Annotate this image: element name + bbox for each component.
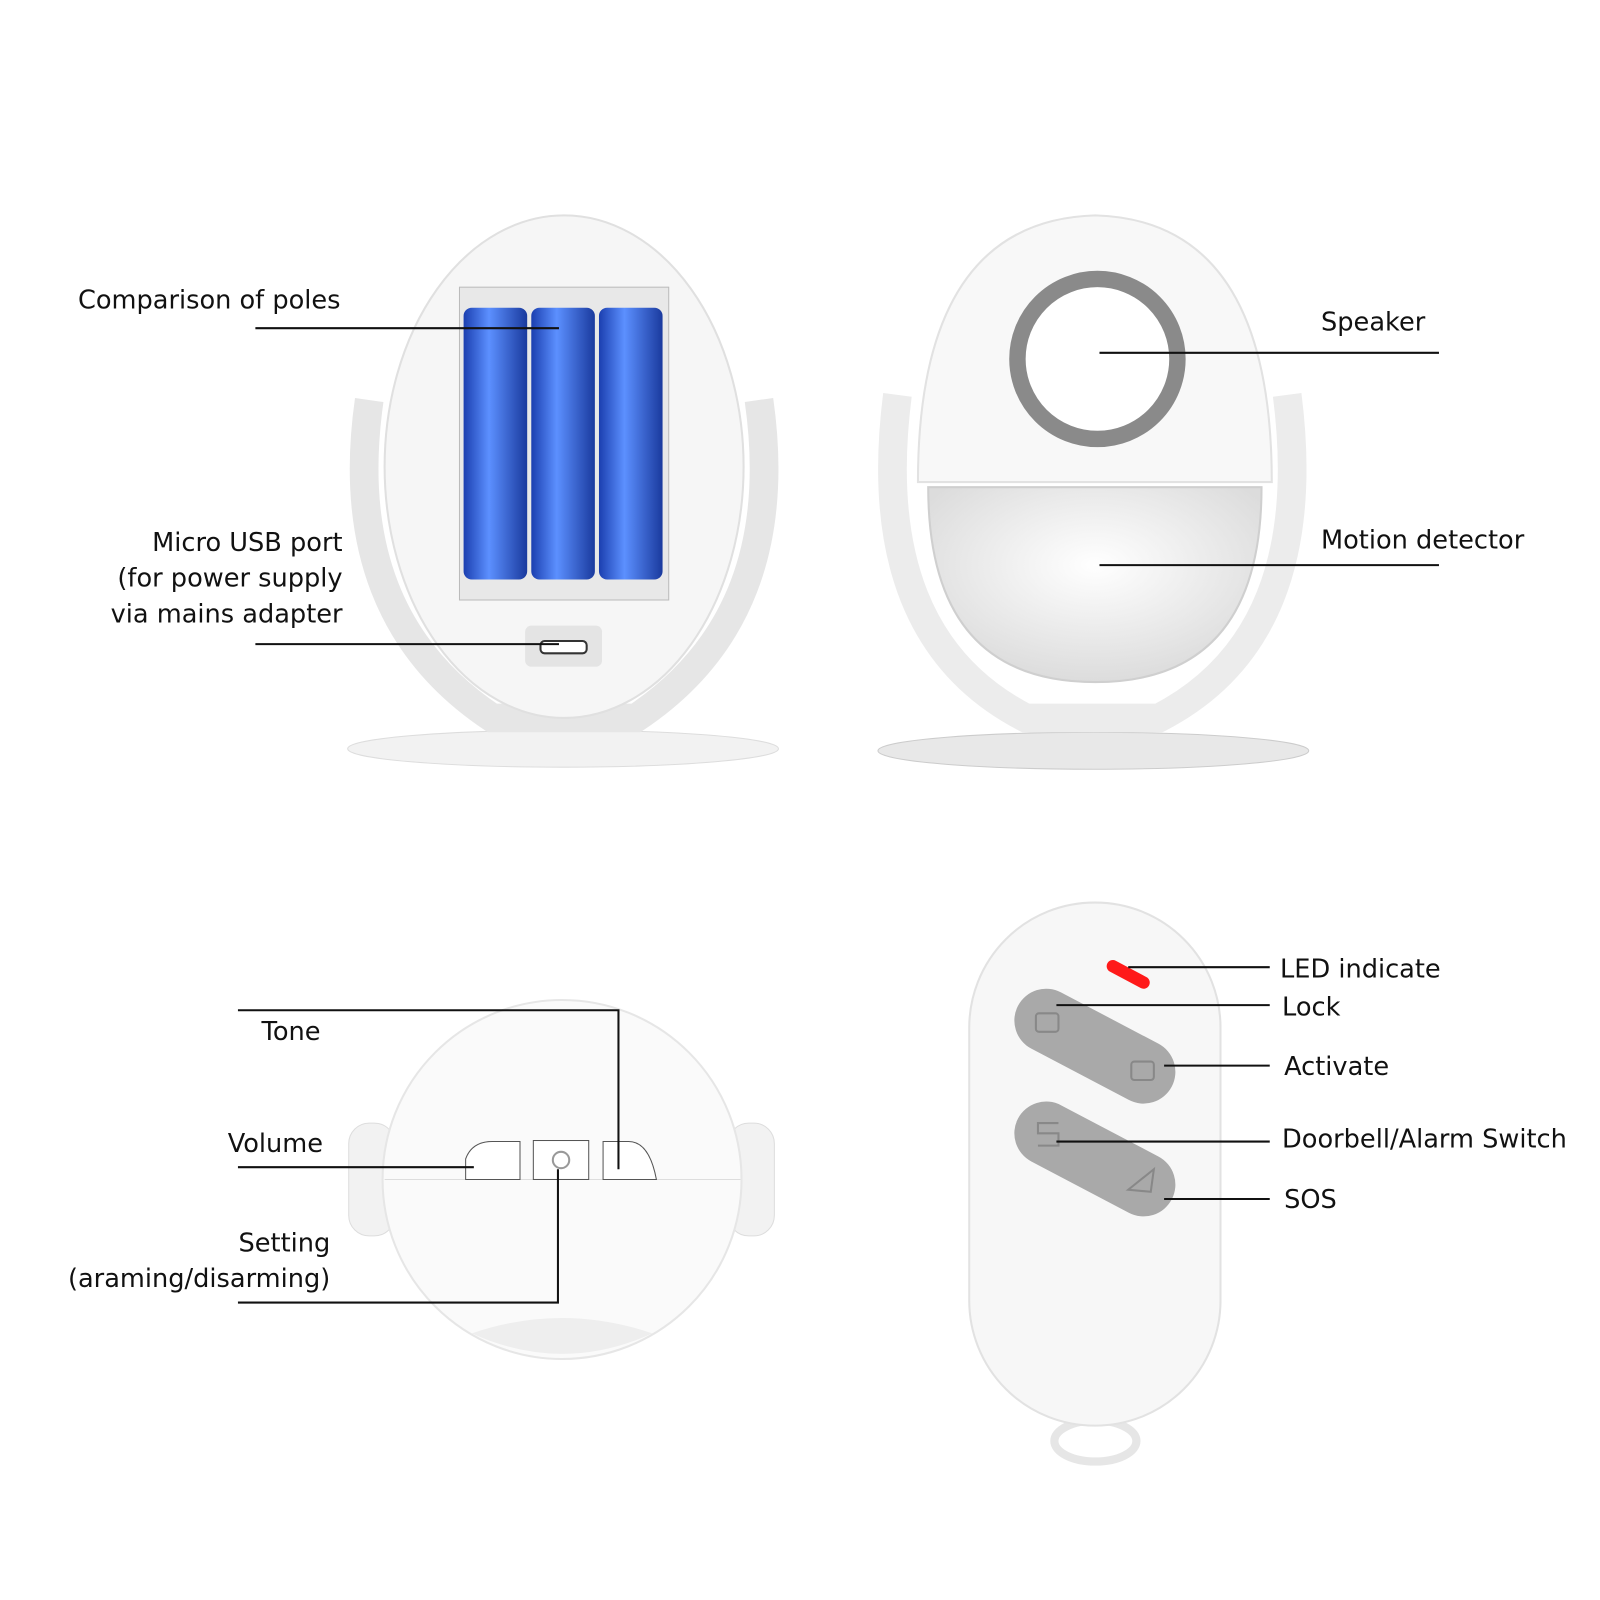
label-tone: Tone	[261, 1017, 321, 1047]
label-micro-usb-1: Micro USB port	[152, 528, 342, 558]
label-volume: Volume	[228, 1129, 323, 1159]
label-motion-detector: Motion detector	[1321, 526, 1525, 556]
tone-button-icon[interactable]	[602, 1141, 658, 1180]
usb-port-icon	[539, 639, 588, 655]
label-setting: Setting	[238, 1228, 330, 1258]
unlock-icon	[1130, 1060, 1155, 1082]
led-indicator	[1106, 959, 1150, 989]
label-sos: SOS	[1284, 1185, 1337, 1215]
setting-button-icon[interactable]	[532, 1140, 590, 1180]
label-led-indicate: LED indicate	[1280, 954, 1441, 984]
label-speaker: Speaker	[1321, 307, 1426, 337]
remote-control	[968, 901, 1222, 1466]
sensor-top-view	[348, 998, 775, 1360]
speaker-icon	[1009, 270, 1186, 448]
lock-icon	[1034, 1012, 1060, 1033]
leader-lines	[237, 327, 1439, 1304]
label-comparison-of-poles: Comparison of poles	[78, 286, 341, 316]
label-setting-detail: (araming/disarming)	[68, 1264, 330, 1294]
bell-icon	[1125, 1166, 1156, 1193]
volume-button-icon[interactable]	[465, 1141, 521, 1180]
motion-detector-lens	[927, 486, 1263, 684]
label-activate: Activate	[1284, 1052, 1389, 1082]
battery-icon	[463, 307, 663, 580]
switch-icon	[1036, 1122, 1060, 1147]
label-micro-usb-2: (for power supply	[117, 564, 342, 594]
sensor-back-view	[347, 214, 779, 768]
label-doorbell-alarm-switch: Doorbell/Alarm Switch	[1282, 1125, 1567, 1155]
label-micro-usb-3: via mains adapter	[111, 600, 343, 630]
label-lock: Lock	[1282, 992, 1341, 1022]
lock-activate-button[interactable]	[1014, 988, 1176, 1104]
sensor-front-view	[877, 214, 1310, 770]
